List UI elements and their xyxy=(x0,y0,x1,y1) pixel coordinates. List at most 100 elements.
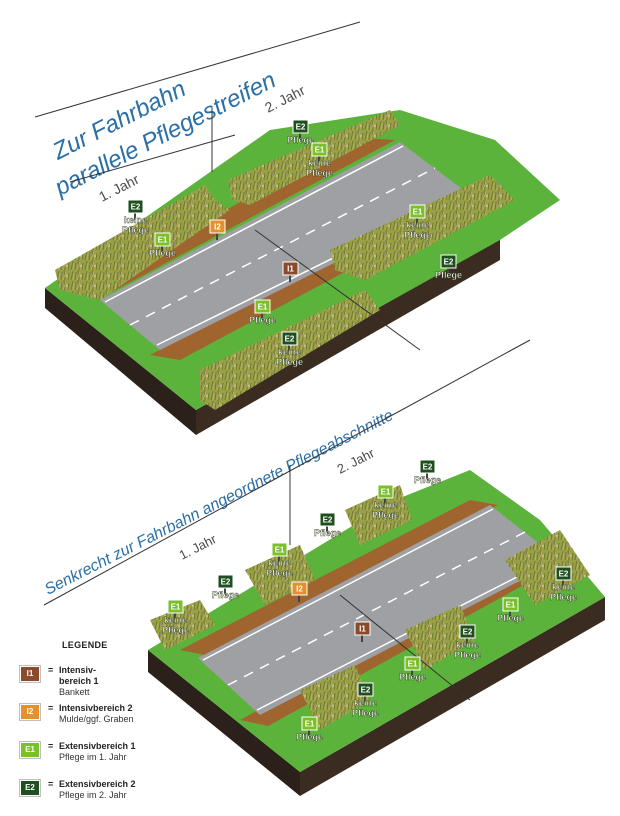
sign-code: I1 xyxy=(359,625,366,634)
road-edge-line-2b xyxy=(256,556,557,711)
meadow-2-block-d xyxy=(300,665,370,730)
sign-label: keine xyxy=(552,582,575,592)
legend-equals: = xyxy=(48,665,54,675)
sign-label: Pflege xyxy=(212,590,239,600)
sign-post xyxy=(509,610,511,618)
road-1 xyxy=(100,142,470,350)
sign-post xyxy=(426,472,428,480)
guide-line-1b xyxy=(69,134,236,183)
sign-post xyxy=(224,587,226,595)
sign-plate xyxy=(291,581,308,596)
sign-plate xyxy=(271,542,288,557)
sign-code: E1 xyxy=(275,546,285,555)
legend-subtitle: Pflege im 2. Jahr xyxy=(59,790,127,800)
sign-post xyxy=(161,245,163,253)
legend-equals: = xyxy=(48,741,54,751)
legend-sign: E1 xyxy=(20,742,40,758)
sign-label: Pflege xyxy=(454,650,481,660)
soil-front-1 xyxy=(196,238,500,435)
sign-post xyxy=(278,555,280,563)
guide-line-2 xyxy=(43,339,531,606)
sign-label: Pflege xyxy=(414,475,441,485)
road-center-line-1 xyxy=(129,167,436,326)
sign-code: E1 xyxy=(381,488,391,497)
legend-title: Extensivbereich 2 xyxy=(59,779,136,789)
sign-label: Pflege xyxy=(149,248,176,258)
road-edge-line-1a xyxy=(104,145,404,303)
road-center-line-2 xyxy=(227,531,526,686)
meadow-1-upper xyxy=(228,110,400,205)
sign-plate xyxy=(555,566,572,581)
sign-label: Pflege xyxy=(276,357,303,367)
sign-label: Pflege xyxy=(435,270,462,280)
sign-label: Pflege xyxy=(372,510,399,520)
sign-code: E2 xyxy=(444,258,454,267)
sign-plate xyxy=(502,597,519,612)
diagram-2-signs: E2PflegeE1keinePflegeE2PflegeE1keinePfle… xyxy=(162,459,577,742)
sign-label: Pflege xyxy=(352,708,379,718)
sign-plate xyxy=(404,656,421,671)
sign-label: Pflege xyxy=(497,613,524,623)
sign-code: I2 xyxy=(296,585,303,594)
legend-title: Extensivbereich 1 xyxy=(59,741,136,751)
d1-sign-i1: I1 xyxy=(282,261,299,282)
year-1-label-2: 1. Jahr xyxy=(177,531,220,563)
legend-equals: = xyxy=(48,779,54,789)
sign-plate xyxy=(209,219,226,234)
legend-sign: E2 xyxy=(20,780,40,796)
d2-sign-i2: I2 xyxy=(291,581,308,602)
divider-line-1b xyxy=(254,229,421,351)
sign-code: E2 xyxy=(463,628,473,637)
sign-plate xyxy=(354,621,371,636)
legend-heading: LEGENDE xyxy=(62,640,108,650)
meadow-2-block-c xyxy=(345,485,412,545)
diagram-1-signs: E2PflegeE1keinePflegeE2keinePflegeE1Pfle… xyxy=(122,119,462,367)
sign-code: E1 xyxy=(315,146,325,155)
legend-subtitle: Mulde/ggf. Graben xyxy=(59,714,134,724)
sign-plate xyxy=(440,254,457,269)
sign-label: keine xyxy=(456,640,479,650)
meadow-2-block-f xyxy=(505,530,590,605)
sign-plate xyxy=(127,199,144,214)
sign-label: Pflege xyxy=(314,528,341,538)
sign-label: Pflege xyxy=(306,168,333,178)
sign-label: Pflege xyxy=(266,568,293,578)
sign-plate xyxy=(282,261,299,276)
sign-label: Pflege xyxy=(550,592,577,602)
sign-post xyxy=(299,132,301,140)
legend-sign: I2 xyxy=(20,704,40,720)
sign-code: E2 xyxy=(131,203,141,212)
legend-subtitle: Bankett xyxy=(59,687,90,697)
diagram-2: Senkrecht zur Fahrbahn angeordnete Pfleg… xyxy=(42,339,605,796)
sign-label: Pflege xyxy=(296,732,323,742)
sign-post xyxy=(216,232,218,240)
sign-plate xyxy=(167,599,184,614)
sign-post xyxy=(447,267,449,275)
sign-plate xyxy=(311,142,328,157)
sign-label: Pflege xyxy=(404,230,431,240)
sign-post xyxy=(318,155,320,163)
sign-post xyxy=(364,695,366,703)
guide-line-1 xyxy=(34,21,361,118)
sign-label: Pflege xyxy=(122,225,149,235)
legend-sign: I1 xyxy=(20,666,40,682)
sign-code: E2 xyxy=(221,578,231,587)
sign-code: E1 xyxy=(408,660,418,669)
sign-post xyxy=(384,497,386,505)
